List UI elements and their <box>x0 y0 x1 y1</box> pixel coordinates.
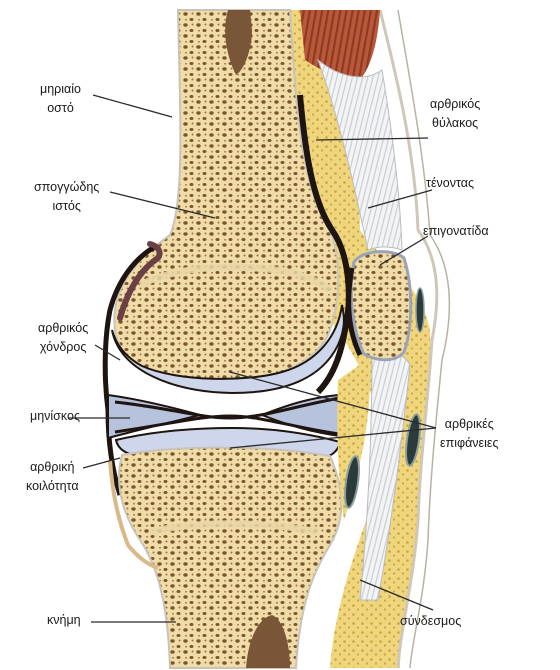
label-surfaces-line2: επιφάνειες <box>440 434 499 453</box>
label-marrow-line1: μηριαίο <box>40 80 81 99</box>
label-tendon: τένοντας <box>426 174 474 193</box>
label-spongy-line2: ιστός <box>34 197 99 216</box>
patella <box>351 252 411 360</box>
label-tibia: κνήμη <box>47 611 81 630</box>
tibia <box>119 448 341 668</box>
label-capsule: αρθρικός θύλακος <box>430 95 480 133</box>
label-cartilage-line1: αρθρικός <box>38 319 88 338</box>
label-cartilage-line2: χόνδρος <box>38 338 88 357</box>
label-spongy-line1: σπογγώδης <box>34 178 99 197</box>
label-marrow-line2: οστό <box>40 99 81 118</box>
label-cavity-line1: αρθρική <box>26 458 79 477</box>
label-ligament: σύνδεσμος <box>400 612 461 631</box>
label-patella: επιγονατίδα <box>423 222 489 241</box>
label-cartilage: αρθρικός χόνδρος <box>38 319 88 357</box>
label-surfaces: αρθρικές επιφάνειες <box>440 415 499 453</box>
label-cavity: αρθρική κοιλότητα <box>26 458 79 496</box>
label-spongy: σπογγώδης ιστός <box>34 178 99 216</box>
label-capsule-line1: αρθρικός <box>430 95 480 114</box>
label-cavity-line2: κοιλότητα <box>26 477 79 496</box>
label-capsule-line2: θύλακος <box>430 114 480 133</box>
label-marrow: μηριαίο οστό <box>40 80 81 118</box>
label-surfaces-line1: αρθρικές <box>440 415 499 434</box>
label-meniscus: μηνίσκος <box>30 407 80 426</box>
